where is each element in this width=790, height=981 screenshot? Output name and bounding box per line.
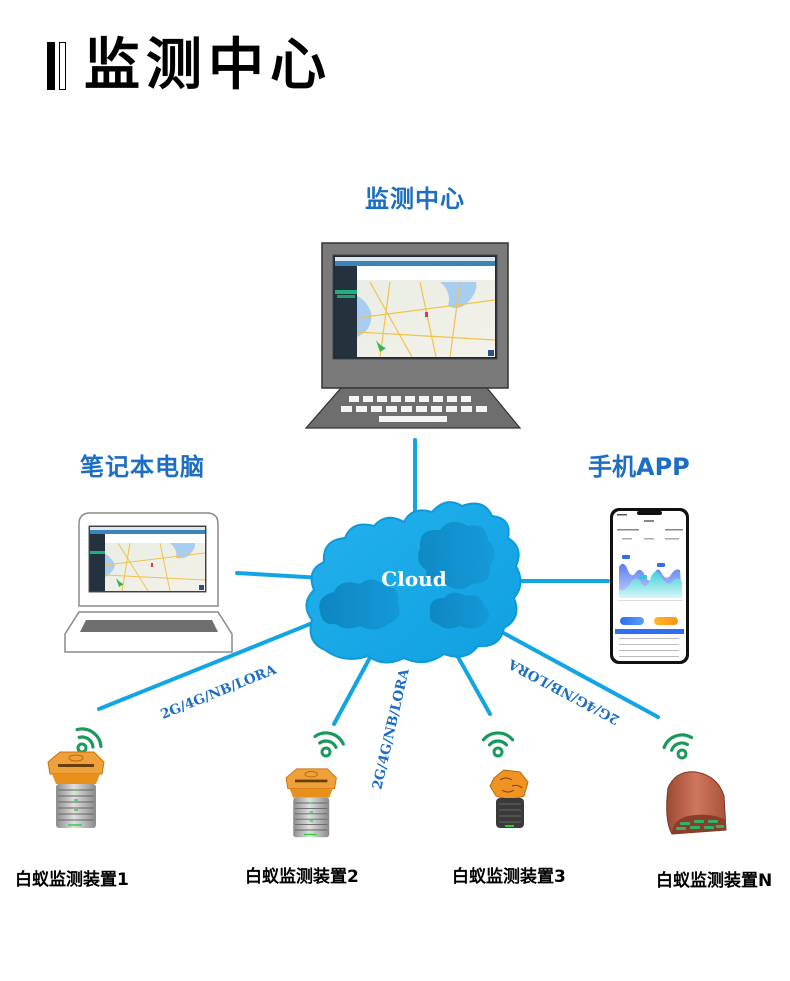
keyboard-keys [341, 396, 487, 422]
page-title: 监测中心 [84, 33, 332, 98]
phone-app-label: 手机APP [588, 453, 690, 481]
wifi-signal-icon [75, 727, 103, 754]
wifi-signal-icon [481, 731, 515, 758]
device-n-label: 白蚁监测装置N [656, 871, 773, 891]
link-device-3 [451, 646, 492, 716]
termite-monitor-stake-icon [285, 768, 337, 838]
laptop-screen-map [90, 527, 206, 592]
termite-monitor-bait-icon [489, 769, 529, 828]
link-label-device-1: 2G/4G/NB/LORA [158, 662, 279, 723]
cloud-label: Cloud [381, 567, 446, 591]
monitoring-center-label: 监测中心 [365, 185, 465, 213]
link-label-device-2: 2G/4G/NB/LORA [369, 667, 412, 791]
title-bar-outline-icon [59, 42, 66, 90]
laptop-icon [64, 512, 233, 653]
link-device-n [496, 628, 660, 719]
desktop-computer-icon [304, 242, 522, 429]
cloud-icon: Cloud [305, 501, 522, 664]
connection-lines [97, 438, 660, 726]
device-1-label: 白蚁监测装置1 [15, 870, 129, 890]
termite-monitor-stake-icon [47, 751, 105, 828]
laptop-label: 笔记本电脑 [80, 453, 205, 481]
link-cloud-laptop [235, 571, 324, 580]
device-3-label: 白蚁监测装置3 [452, 867, 566, 887]
monitor-screen-map [335, 257, 496, 358]
title-bar-filled-icon [47, 42, 55, 90]
wifi-signal-icon [662, 733, 694, 760]
wifi-signal-icon [313, 731, 345, 758]
link-device-2 [332, 650, 375, 726]
device-2-label: 白蚁监测装置2 [245, 867, 359, 887]
phone-screen-content [615, 514, 684, 657]
link-device-1 [97, 618, 322, 711]
smartphone-icon [610, 508, 689, 664]
termite-monitor-tile-icon [666, 771, 727, 835]
